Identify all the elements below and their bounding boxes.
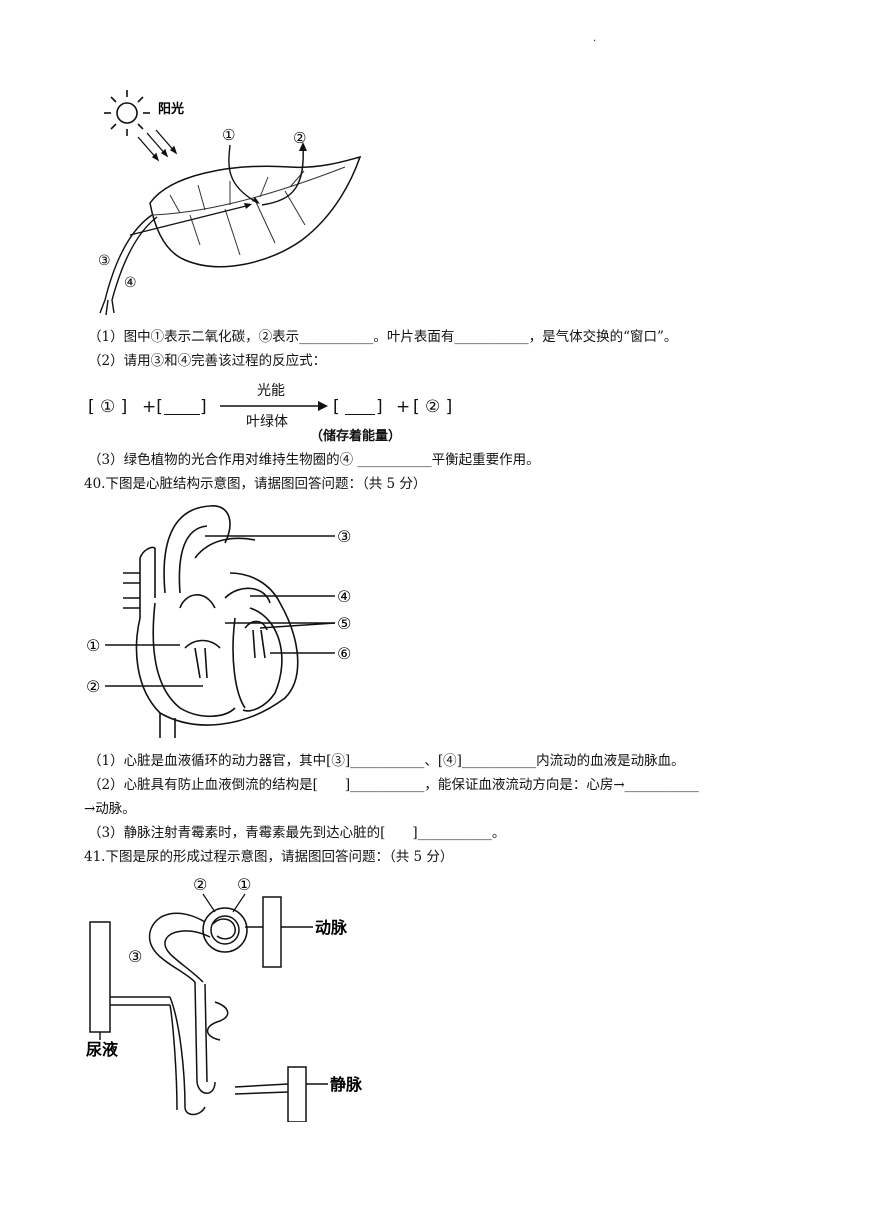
eq-right2: [ ② ] [413,397,453,417]
heart-label-5: ⑤ [337,614,351,633]
eq-note: （储存着能量） [310,429,402,444]
q40-line2b: →动脉。 [84,801,136,817]
heart-figure: ③ ④ ⑤ ⑥ ① ② [86,505,351,738]
leaf-label-2: ② [293,129,306,147]
nephron-label-2: ② [193,875,207,894]
leaf-outline [149,155,362,268]
sun-icon [104,90,150,136]
eq-blank2 [345,414,375,415]
eq-arrow [220,401,328,411]
heart-label-2: ② [86,677,100,696]
leaf-figure: 阳光 ① ② ③ ④ [98,90,362,316]
nephron-label-1: ① [237,875,251,894]
leaf-label-1: ① [222,126,235,144]
q39-line2: （2）请用③和④完善该过程的反应式： [88,353,327,369]
q40-line1: （1）心脏是血液循环的动力器官，其中[③]___________、[④]____… [88,753,685,769]
eq-close1: ] [200,397,207,417]
q39-line1: （1）图中①表示二氧化碳，②表示___________。叶片表面有_______… [88,329,678,345]
heart-label-1: ① [86,636,100,655]
top-dot: . [593,33,597,44]
heart-label-3: ③ [337,527,351,546]
leaf-stem [99,214,158,316]
urine-label: 尿液 [86,1040,119,1059]
q40-line2: （2）心脏具有防止血液倒流的结构是[ ]___________，能保证血液流动方… [88,777,699,793]
eq-right-open: [ [333,397,340,417]
q41-title: 41.下图是尿的形成过程示意图，请据图回答问题：（共 5 分） [84,849,454,865]
leaf-label-4: ④ [124,275,137,291]
eq-plus1: +[ [142,397,163,417]
vein-label: 静脉 [330,1075,363,1094]
q40-title: 40.下图是心脏结构示意图，请据图回答问题：（共 5 分） [84,476,427,492]
eq-left1: [ ① ] [88,397,128,417]
sun-label: 阳光 [158,101,184,117]
eq-blank1 [164,414,200,415]
eq-arrow-bottom: 叶绿体 [246,414,288,430]
nephron-figure: ② ① ③ 动脉 尿液 静脉 [86,875,363,1122]
sunlight-arrows [137,129,178,162]
q39-line3: （3）绿色植物的光合作用对维持生物圈的④ ___________平衡起重要作用。 [88,452,540,468]
heart-label-4: ④ [337,587,351,606]
q40-line3: （3）静脉注射青霉素时，青霉素最先到达心脏的[ ]___________。 [88,825,506,841]
eq-right-close: ] [376,397,383,417]
leaf-label-3: ③ [98,253,111,269]
heart-label-6: ⑥ [337,644,351,663]
eq-arrow-top: 光能 [257,383,285,399]
eq-plus2: + [396,397,411,417]
leaf-veins [151,166,346,256]
artery-label: 动脉 [315,918,348,937]
nephron-label-3: ③ [128,947,142,966]
